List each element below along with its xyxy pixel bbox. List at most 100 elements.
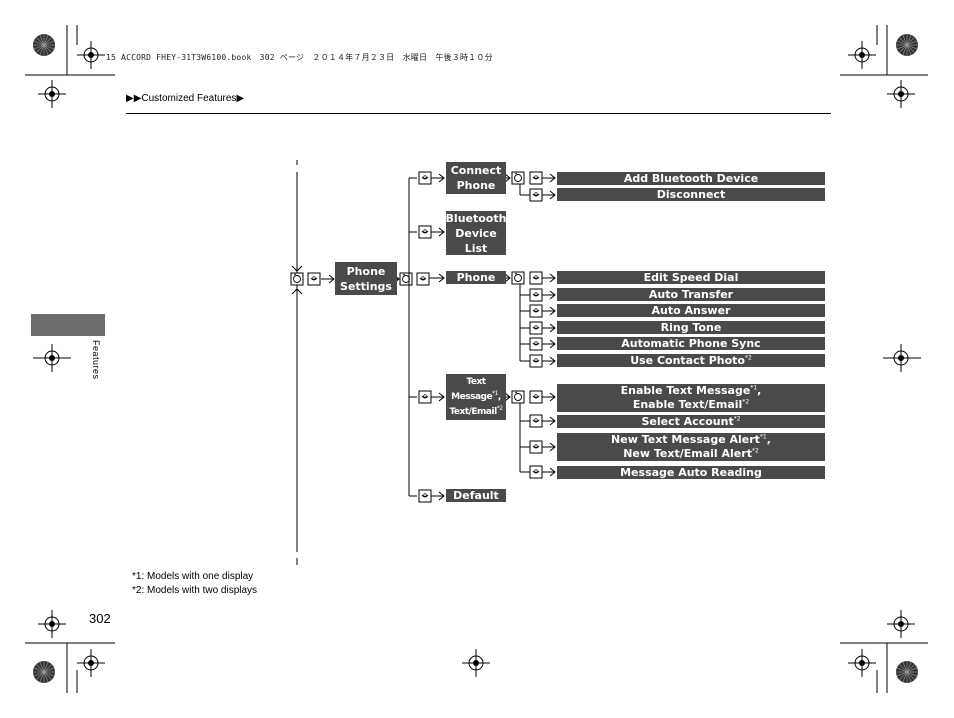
- star-ray: [896, 44, 908, 50]
- arrowhead: [549, 323, 556, 333]
- rotate-icon-arrow: [514, 272, 518, 275]
- star-ray: [906, 44, 912, 56]
- item-select-account[interactable]: Select Account*2: [557, 415, 825, 428]
- registration-target: [887, 80, 915, 108]
- star-ray: [39, 661, 45, 673]
- select-icon-dot: [421, 276, 425, 280]
- select-icon-mark: [532, 342, 540, 346]
- comma: ,: [497, 391, 501, 402]
- comma: ,: [757, 384, 762, 397]
- star-ray: [906, 664, 915, 673]
- arrowhead: [549, 290, 556, 300]
- color-bar-star: [896, 661, 918, 683]
- item-auto-answer[interactable]: Auto Answer: [557, 304, 825, 317]
- rotate-icon-arrow: [402, 273, 406, 276]
- select-icon-dot: [534, 469, 538, 473]
- select-icon-dot: [534, 175, 538, 179]
- arrowhead: [504, 173, 511, 183]
- print-file-info: 15 ACCORD FHEY-31T3W6100.book 302 ページ ２０…: [106, 53, 493, 62]
- select-icon-dot: [423, 175, 427, 179]
- note-1-marker: *1: [492, 389, 498, 397]
- comma: ,: [766, 433, 771, 446]
- menu-bluetooth-device-list[interactable]: Bluetooth Device List: [445, 211, 507, 255]
- select-icon-dot: [534, 394, 538, 398]
- select-icon-mark: [421, 230, 429, 234]
- select-icon-dot: [534, 358, 538, 362]
- section-tab: [31, 314, 105, 336]
- select-icon-mark: [532, 309, 540, 313]
- item-disconnect[interactable]: Disconnect: [557, 188, 825, 201]
- item-ring-tone[interactable]: Ring Tone: [557, 321, 825, 334]
- registration-target: [77, 41, 105, 69]
- star-ray: [906, 44, 918, 50]
- breadcrumb-label[interactable]: Customized Features: [141, 93, 237, 104]
- arrowhead: [438, 173, 445, 183]
- star-ray: [906, 671, 912, 683]
- arrowhead: [438, 491, 445, 501]
- star-ray: [36, 44, 45, 53]
- arrowhead: [549, 173, 556, 183]
- note-2-marker: *2: [751, 447, 759, 455]
- star-ray: [43, 44, 55, 50]
- select-icon-dot: [423, 394, 427, 398]
- star-ray: [896, 667, 908, 673]
- note-2-marker: *2: [733, 415, 741, 423]
- star-ray: [33, 40, 45, 46]
- rotate-icon: [290, 272, 304, 286]
- item-enable-text[interactable]: Enable Text Message*1, Enable Text/Email…: [557, 384, 825, 412]
- item-message-auto-reading[interactable]: Message Auto Reading: [557, 466, 825, 479]
- arrowhead: [438, 227, 445, 237]
- star-ray: [902, 44, 908, 56]
- item-new-text-alert[interactable]: New Text Message Alert*1, New Text/Email…: [557, 433, 825, 461]
- star-ray: [906, 44, 915, 53]
- registration-target: [848, 41, 876, 69]
- menu-phone[interactable]: Phone: [446, 271, 506, 284]
- star-ray: [896, 40, 908, 46]
- star-ray: [43, 40, 55, 46]
- star-ray: [899, 37, 908, 46]
- star-ray: [43, 44, 49, 56]
- star-ray: [906, 671, 915, 680]
- footnote-2: *2: Models with two displays: [132, 585, 258, 596]
- note-2-marker: *2: [742, 398, 750, 406]
- star-ray: [36, 37, 45, 46]
- item-add-bluetooth-device[interactable]: Add Bluetooth Device: [557, 172, 825, 185]
- item-edit-speed-dial[interactable]: Edit Speed Dial: [557, 271, 825, 284]
- note-2-marker: *2: [496, 404, 503, 412]
- item-automatic-phone-sync[interactable]: Automatic Phone Sync: [557, 337, 825, 350]
- note-2-marker: *2: [744, 354, 752, 362]
- star-ray: [43, 671, 55, 677]
- select-icon-mark: [532, 359, 540, 363]
- rotate-icon: [511, 171, 525, 185]
- select-icon-dot: [534, 418, 538, 422]
- star-ray: [43, 664, 52, 673]
- breadcrumb[interactable]: ▶▶Customized Features▶: [126, 93, 244, 104]
- select-icon-mark: [532, 419, 540, 423]
- select-icon-mark: [532, 470, 540, 474]
- use-contact-photo-label: Use Contact Photo: [630, 354, 745, 367]
- page-number: 302: [89, 611, 111, 626]
- arrowhead: [328, 274, 335, 284]
- menu-default[interactable]: Default: [446, 489, 506, 502]
- color-bar-star: [33, 661, 55, 683]
- registration-target: [887, 610, 915, 638]
- menu-connect-phone[interactable]: Connect Phone: [446, 162, 506, 194]
- menu-phone-settings[interactable]: Phone Settings: [335, 262, 397, 295]
- arrowhead: [549, 416, 556, 426]
- select-icon-dot: [534, 341, 538, 345]
- color-bar-star: [896, 34, 918, 56]
- select-icon-dot: [534, 192, 538, 196]
- registration-target: [848, 649, 876, 677]
- star-ray: [39, 34, 45, 46]
- star-ray: [896, 671, 908, 677]
- registration-target: [38, 610, 66, 638]
- section-tab-label: Features: [91, 340, 101, 380]
- star-ray: [39, 44, 45, 56]
- star-ray: [899, 44, 908, 53]
- item-use-contact-photo[interactable]: Use Contact Photo*2: [557, 354, 825, 367]
- select-icon-dot: [534, 444, 538, 448]
- item-auto-transfer[interactable]: Auto Transfer: [557, 288, 825, 301]
- select-icon-mark: [532, 445, 540, 449]
- menu-text-message[interactable]: Text Message*1, Text/Email*2: [446, 374, 506, 420]
- star-ray: [43, 34, 49, 46]
